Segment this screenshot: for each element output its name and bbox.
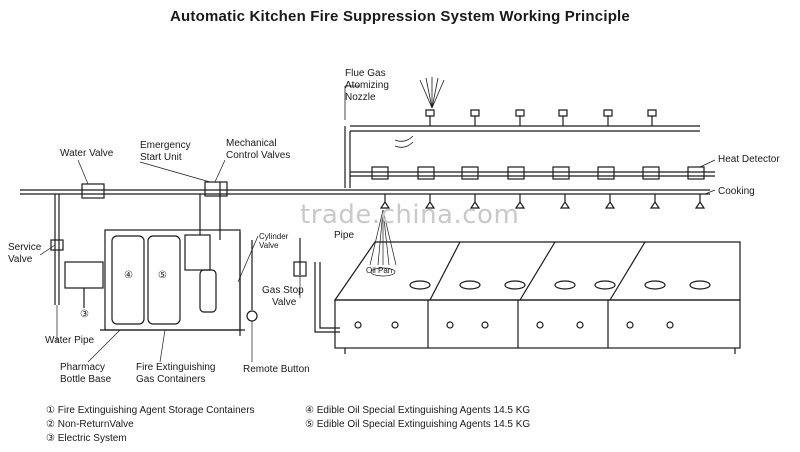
label-pipe: Pipe — [334, 230, 355, 241]
label-cylinder: Cylinder — [259, 232, 289, 241]
label-control-valves: Control Valves — [226, 150, 291, 161]
diagram-title: Automatic Kitchen Fire Suppression Syste… — [170, 8, 630, 25]
label-service: Service — [8, 242, 42, 253]
label-emergency: Emergency — [140, 140, 191, 151]
label-fire-extinguishing: Fire Extinguishing — [136, 362, 216, 373]
leader-lines — [39, 159, 716, 363]
cylinder-number-5: ⑤ — [158, 270, 167, 281]
legend-item-1: ① Fire Extinguishing Agent Storage Conta… — [46, 405, 255, 416]
remote-button — [246, 240, 258, 322]
knobs — [354, 321, 674, 329]
spray-cone — [369, 209, 397, 277]
service-water-pipe — [50, 194, 64, 305]
label-remote-button: Remote Button — [243, 364, 310, 375]
label-bottle-base: Bottle Base — [60, 374, 112, 385]
label-heat-detector: Heat Detector — [718, 154, 780, 165]
cooking-nozzles — [379, 194, 706, 209]
label-gas-stop: Gas Stop — [262, 285, 304, 296]
watermark: trade.china.com — [300, 200, 520, 230]
label-water-pipe: Water Pipe — [45, 335, 95, 346]
label-water-valve: Water Valve — [60, 148, 114, 159]
legend-item-3: ③ Electric System — [46, 433, 127, 444]
label-flue-gas: Flue Gas — [345, 68, 386, 79]
label-start-unit: Start Unit — [140, 152, 182, 163]
burners — [409, 280, 711, 290]
legend-item-4: ④ Edible Oil Special Extinguishing Agent… — [305, 405, 531, 416]
label-gas-stop-valve: Valve — [272, 297, 297, 308]
heat-detector-line — [350, 166, 715, 180]
label-oil-pan: Oil Pan — [366, 266, 393, 275]
atomizing-nozzles — [425, 109, 657, 126]
cylinder-number-4: ④ — [124, 270, 133, 281]
label-cylinder-valve: Valve — [259, 241, 279, 250]
flue-spray — [344, 77, 445, 120]
electric-box — [64, 261, 104, 308]
cabinet — [100, 182, 245, 336]
label-gas-containers: Gas Containers — [136, 374, 206, 385]
label-valve: Valve — [8, 254, 33, 265]
label-nozzle: Nozzle — [345, 92, 376, 103]
gas-line — [293, 238, 340, 333]
label-mechanical: Mechanical — [226, 138, 277, 149]
cooking-range — [333, 241, 741, 354]
label-pharmacy: Pharmacy — [60, 362, 106, 373]
electric-number-3: ③ — [80, 309, 89, 320]
legend-item-2: ② Non-ReturnValve — [46, 419, 134, 430]
main-supply-pipe — [20, 181, 710, 209]
legend-item-5: ⑤ Edible Oil Special Extinguishing Agent… — [305, 419, 531, 430]
upper-nozzle-manifold — [344, 77, 700, 188]
label-cooking: Cooking — [718, 186, 755, 197]
label-atomizing: Atomizing — [345, 80, 389, 91]
